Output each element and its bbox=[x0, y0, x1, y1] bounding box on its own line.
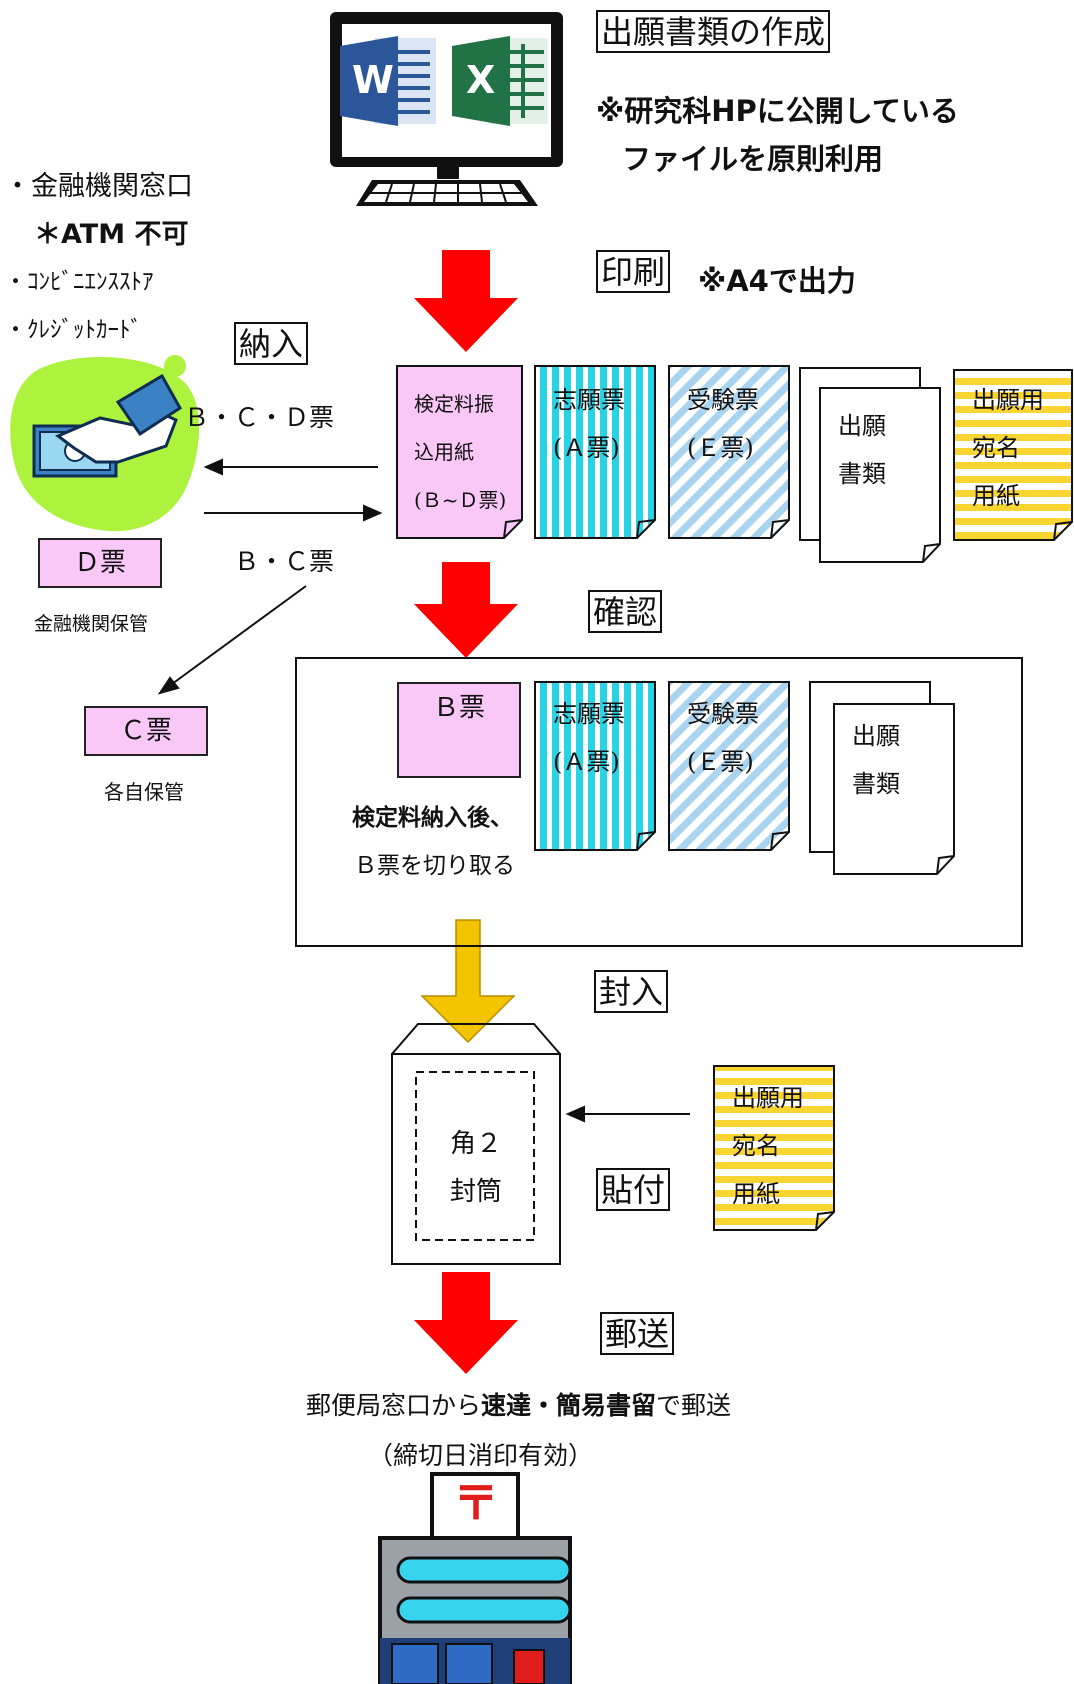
exam-slip-text: 受験票 (Ｅ票) bbox=[687, 376, 759, 472]
application-slip-2-line2: (Ａ票) bbox=[553, 748, 620, 776]
application-docs-stack bbox=[799, 367, 941, 563]
word-icon bbox=[340, 36, 436, 126]
payment-method-card: ・ｸﾚｼﾞｯﾄｶｰﾄﾞ bbox=[4, 317, 142, 343]
payment-method-convenience: ・ｺﾝﾋﾞﾆｴﾝｽｽﾄｱ bbox=[4, 269, 154, 295]
header-note-2: ファイルを原則利用 bbox=[622, 142, 884, 176]
arrow-down-mail bbox=[414, 1272, 518, 1374]
payment-form-line2: 込用紙 bbox=[414, 440, 474, 464]
d-slip-label: Ｄ票 bbox=[73, 548, 126, 578]
payment-method-atm-note: ＊ATM 不可 bbox=[34, 219, 189, 250]
b-slip-note-2: Ｂ票を切り取る bbox=[354, 853, 515, 879]
post-office-icon bbox=[378, 1472, 572, 1684]
c-slip-keep: 各自保管 bbox=[104, 780, 184, 804]
step-print: 印刷 bbox=[596, 250, 671, 293]
envelope-text: 角２ 封筒 bbox=[442, 1120, 510, 1216]
address-label-line3: 用紙 bbox=[972, 482, 1020, 510]
arrow-to-bank bbox=[203, 458, 378, 476]
payment-form-line1: 検定料振 bbox=[414, 392, 494, 416]
d-slip-box: Ｄ票 bbox=[38, 538, 162, 588]
step-mail: 郵送 bbox=[600, 1312, 675, 1355]
envelope-label2: 封筒 bbox=[449, 1177, 502, 1207]
arrow-to-c-slip bbox=[157, 585, 307, 695]
payment-form-text: 検定料振 込用紙 (Ｂ~Ｄ票) bbox=[414, 380, 506, 524]
mailing-line2: （締切日消印有効） bbox=[368, 1441, 594, 1470]
c-slip-label: Ｃ票 bbox=[119, 716, 172, 746]
b-slip-box: Ｂ票 bbox=[397, 682, 521, 778]
application-slip-text-2: 志願票 (Ａ票) bbox=[553, 690, 625, 786]
b-slip-label: Ｂ票 bbox=[432, 693, 485, 723]
header-note-1: ※研究科HPに公開している bbox=[596, 94, 959, 128]
application-docs-line2: 書類 bbox=[838, 460, 886, 488]
address-label-2-line3: 用紙 bbox=[732, 1180, 780, 1208]
word-letter: W bbox=[352, 58, 394, 102]
payment-hand-icon bbox=[10, 355, 200, 532]
step-pay: 納入 bbox=[234, 322, 309, 365]
excel-letter: X bbox=[466, 58, 496, 102]
mailing-line1-a: 郵便局窓口から bbox=[306, 1391, 482, 1420]
d-slip-keep: 金融機関保管 bbox=[34, 613, 149, 635]
payment-form-line3: (Ｂ~Ｄ票) bbox=[414, 488, 507, 512]
print-note: ※A4で出力 bbox=[698, 264, 856, 298]
arrow-attach bbox=[565, 1105, 690, 1123]
payment-method-bank: ・金融機関窓口 bbox=[4, 171, 193, 202]
application-slip-line2: (Ａ票) bbox=[553, 434, 620, 462]
address-label-doc bbox=[953, 369, 1073, 541]
excel-icon bbox=[452, 36, 548, 126]
address-label-line1: 出願用 bbox=[972, 386, 1044, 414]
b-slip-note-1: 検定料納入後、 bbox=[352, 805, 513, 831]
arrow-down-confirm bbox=[414, 562, 518, 658]
address-label-line2: 宛名 bbox=[972, 434, 1020, 462]
arrow-down-enclose bbox=[420, 919, 516, 1044]
post-symbol-icon: 〒 bbox=[453, 1476, 499, 1530]
application-docs-text: 出願 書類 bbox=[838, 402, 886, 498]
address-label-text-2: 出願用 宛名 用紙 bbox=[732, 1074, 804, 1218]
step-create-title: 出願書類の作成 bbox=[596, 10, 831, 53]
step-attach: 貼付 bbox=[596, 1168, 671, 1211]
step-confirm: 確認 bbox=[588, 590, 663, 633]
payment-form-doc bbox=[396, 365, 523, 539]
arrow-from-bank bbox=[204, 504, 383, 522]
from-bank-label: Ｂ・Ｃ票 bbox=[234, 547, 335, 576]
exam-slip-text-2: 受験票 (Ｅ票) bbox=[687, 690, 759, 786]
step-enclose: 封入 bbox=[594, 970, 669, 1013]
application-docs-stack-2 bbox=[809, 681, 955, 875]
application-docs-2-line2: 書類 bbox=[852, 770, 900, 798]
mailing-line1-c: で郵送 bbox=[656, 1391, 732, 1420]
envelope-shape bbox=[391, 1023, 561, 1265]
application-docs-text-2: 出願 書類 bbox=[852, 712, 900, 808]
exam-slip-2-line2: (Ｅ票) bbox=[687, 748, 754, 776]
application-docs-line1: 出願 bbox=[838, 412, 886, 440]
mailing-line1: 郵便局窓口から速達・簡易書留で郵送 bbox=[306, 1386, 731, 1422]
mailing-line1-b: 速達・簡易書留 bbox=[481, 1391, 657, 1420]
exam-slip-2-line1: 受験票 bbox=[687, 700, 759, 728]
application-slip-text: 志願票 (Ａ票) bbox=[553, 376, 625, 472]
arrow-down-print bbox=[414, 250, 518, 352]
address-label-2-line1: 出願用 bbox=[732, 1084, 804, 1112]
address-label-2-line2: 宛名 bbox=[732, 1132, 780, 1160]
application-slip-doc bbox=[534, 365, 656, 539]
exam-slip-line1: 受験票 bbox=[687, 386, 759, 414]
application-slip-doc-2 bbox=[534, 681, 656, 851]
application-docs-2-line1: 出願 bbox=[852, 722, 900, 750]
application-slip-line1: 志願票 bbox=[553, 386, 625, 414]
exam-slip-doc bbox=[668, 365, 790, 539]
application-slip-2-line1: 志願票 bbox=[553, 700, 625, 728]
exam-slip-doc-2 bbox=[668, 681, 790, 851]
address-label-text: 出願用 宛名 用紙 bbox=[972, 376, 1044, 520]
exam-slip-line2: (Ｅ票) bbox=[687, 434, 754, 462]
c-slip-box: Ｃ票 bbox=[84, 706, 208, 756]
address-label-doc-2 bbox=[713, 1065, 835, 1231]
to-bank-label: Ｂ・Ｃ・Ｄ票 bbox=[184, 403, 335, 432]
envelope-label1: 角２ bbox=[449, 1129, 502, 1159]
confirm-panel bbox=[295, 657, 1023, 947]
